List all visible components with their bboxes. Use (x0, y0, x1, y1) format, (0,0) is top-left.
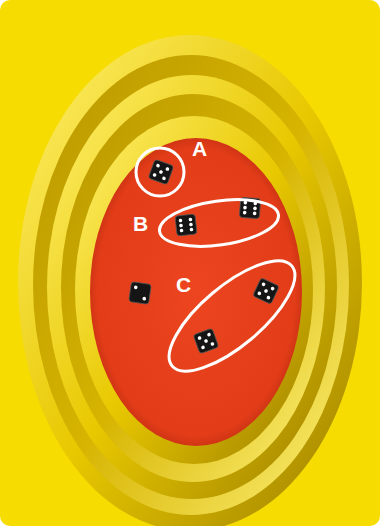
die-pip (243, 211, 247, 215)
ring (18, 35, 362, 526)
die-pip (261, 282, 266, 287)
die-pip (197, 336, 202, 341)
die (129, 282, 152, 305)
die-pip (142, 297, 146, 301)
red-base (90, 138, 302, 446)
die-pip (270, 286, 275, 291)
die-pip (189, 222, 193, 226)
dice (129, 159, 280, 354)
die-body (148, 159, 174, 185)
group-ellipse (157, 195, 281, 251)
die-pip (190, 227, 194, 231)
die-body (253, 278, 280, 305)
gold-rings (18, 35, 362, 526)
group-letter: B (133, 213, 148, 234)
die-pip (201, 345, 206, 350)
group-letter: C (176, 274, 191, 295)
group-ellipse (135, 147, 185, 197)
die-pip (257, 291, 262, 296)
group-ellipse-line (157, 193, 282, 253)
die-body (129, 282, 152, 305)
die (175, 214, 197, 236)
dice-group-outline: A (135, 147, 185, 197)
die (148, 159, 174, 185)
die-pip (207, 332, 212, 337)
die-pip (134, 285, 138, 289)
die-pip (179, 219, 183, 223)
die (193, 328, 219, 354)
dice-group-outline: B (157, 195, 281, 251)
die-pip (243, 206, 247, 210)
ring (61, 94, 325, 482)
die-pip (210, 342, 215, 347)
die-pip (264, 289, 269, 294)
die-pip (253, 206, 257, 210)
die-pip (188, 218, 192, 222)
die-body (175, 214, 197, 236)
die-pip (159, 170, 164, 175)
group-ellipse-line (153, 243, 311, 389)
die-pip (179, 224, 183, 228)
dice-group-outline: C (167, 260, 297, 372)
die-pip (180, 229, 184, 233)
group-letter: A (192, 138, 207, 159)
die-pip (156, 163, 161, 168)
ring (33, 55, 349, 515)
die-pip (162, 176, 167, 181)
ring (47, 75, 337, 499)
die-pip (253, 211, 257, 215)
die-pip (204, 339, 209, 344)
ring (75, 116, 313, 464)
die-body (193, 328, 219, 354)
die (253, 278, 280, 305)
die-pip (165, 167, 170, 172)
die-pip (152, 173, 157, 178)
die-pip (266, 295, 271, 300)
group-ellipse-line (136, 148, 184, 196)
